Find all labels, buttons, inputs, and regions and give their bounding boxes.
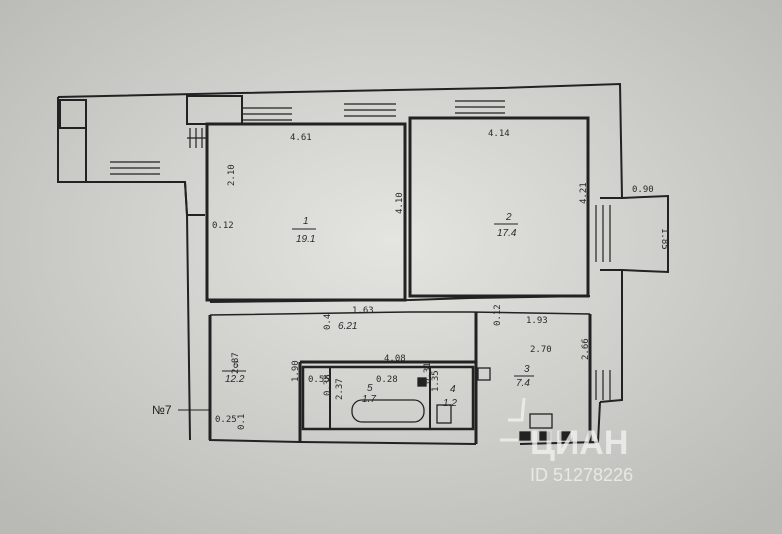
watermark-brand: ЦИАН [530, 424, 628, 462]
dim-corridor-len: 1.63 [352, 306, 374, 316]
room-1-number: 1 [303, 216, 309, 227]
stove [529, 413, 553, 429]
walls [57, 82, 669, 445]
room-labels: 1 19.1 2 17.4 3 7.4 4 1.2 5 1.7 6 12.2 6… [222, 212, 534, 409]
room-3-area: 7.4 [516, 378, 530, 389]
stair-hatch [187, 128, 207, 148]
room-4-area: 1.2 [443, 398, 457, 409]
dim-room6-bottom: 0.25 [215, 415, 237, 425]
dim-room3-right: 2.66 [581, 338, 591, 360]
watermark: ЦИАН ID 51278226 [500, 397, 633, 485]
dim-room1-left-lower: 0.12 [212, 221, 234, 231]
dim-room1-right: 4.10 [395, 192, 405, 214]
dim-bath-top: 4.08 [384, 354, 406, 364]
bathtub [351, 399, 425, 423]
dim-room2-right: 4.21 [579, 182, 589, 204]
dim-bath-b: 0.38 [323, 374, 333, 396]
apartment-label: №7 [152, 403, 172, 417]
room-3-number: 3 [524, 364, 530, 375]
dim-room2-top: 4.14 [488, 129, 510, 139]
apartment-marker: №7 [152, 403, 210, 417]
window-3 [455, 100, 505, 114]
burner-1 [519, 431, 531, 441]
window-6 [595, 370, 611, 400]
room-6-number: 6 [233, 360, 239, 371]
watermark-id: ID 51278226 [530, 465, 633, 485]
dim-wc-b: 1.35 [431, 370, 441, 392]
cian-logo-icon [500, 397, 526, 442]
dim-room1-top: 4.61 [290, 133, 312, 143]
dim-bath-d: 0.28 [376, 375, 398, 385]
dim-balcony-depth: 1.85 [659, 228, 669, 250]
dim-room6-left: 2.87 [231, 352, 241, 374]
window-1 [242, 107, 292, 121]
dim-wc-a: 0.31 [423, 362, 433, 384]
dim-room6-bottom2: 0.1 [237, 414, 247, 430]
dim-bath-c: 2.37 [335, 378, 345, 400]
room-4-number: 4 [450, 384, 456, 395]
windows [110, 100, 611, 400]
corridor-area: 6.21 [338, 321, 357, 332]
room-5-area: 1.7 [362, 394, 376, 405]
toilet [436, 404, 452, 424]
fixtures [351, 367, 571, 441]
burner-2 [539, 431, 551, 441]
room-6-area: 12.2 [225, 374, 245, 385]
wc-mark [417, 377, 427, 387]
window-5 [595, 205, 611, 262]
room-2-area: 17.4 [497, 228, 517, 239]
dim-room3-left: 0.12 [493, 304, 503, 326]
room-1-area: 19.1 [296, 234, 315, 245]
dim-bath-a: 0.55 [308, 375, 330, 385]
room-5-number: 5 [367, 383, 373, 394]
dim-room3-top: 1.93 [526, 316, 548, 326]
dim-room3-mid: 2.70 [530, 345, 552, 355]
dim-corridor-short: 0.4 [323, 314, 333, 330]
window-4 [110, 161, 160, 175]
window-2 [344, 103, 396, 117]
sink [477, 367, 491, 381]
dim-room6-right: 1.90 [291, 360, 301, 382]
dim-balcony-width: 0.90 [632, 185, 654, 195]
room-2-number: 2 [505, 212, 512, 223]
burner-3 [559, 431, 571, 441]
dimension-labels: 4.61 2.10 0.12 4.10 4.14 4.21 0.90 1.85 … [212, 129, 669, 430]
dim-room1-left-upper: 2.10 [227, 164, 237, 186]
